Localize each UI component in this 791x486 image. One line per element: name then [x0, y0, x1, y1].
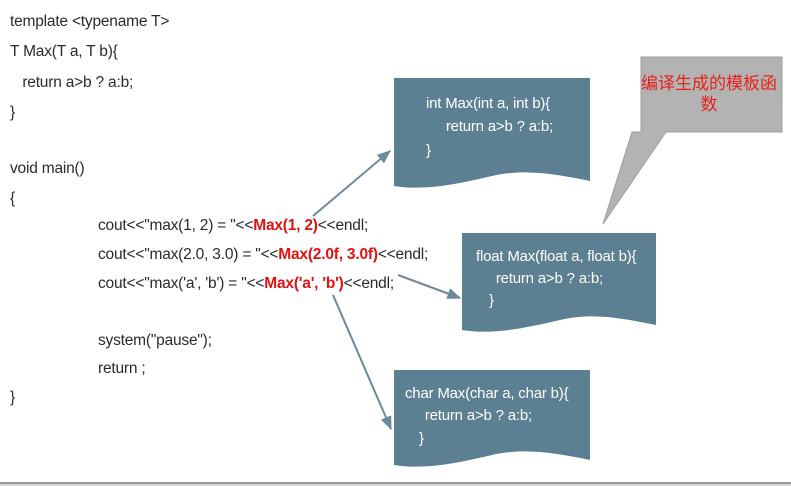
char-note-shape [394, 370, 590, 467]
main-close-brace: } [10, 389, 15, 406]
int-fn-line-2: return a>b ? a:b; [426, 118, 553, 135]
call-line-float: cout<<"max(2.0, 3.0) = "<<Max(2.0f, 3.0f… [98, 246, 428, 264]
template-line-4: } [10, 104, 15, 121]
system-pause-line: system("pause"); [98, 332, 212, 349]
float-fn-line-3: } [489, 292, 494, 309]
template-line-2: T Max(T a, T b){ [10, 43, 118, 60]
template-line-1: template <typename T> [10, 13, 170, 30]
call-int-suffix: <<endl; [317, 217, 369, 234]
call-char-prefix: cout<<"max('a', 'b') = "<< [98, 275, 265, 292]
call-line-char: cout<<"max('a', 'b') = "<<Max('a', 'b')<… [98, 275, 394, 293]
float-fn-line-2: return a>b ? a:b; [476, 270, 603, 287]
template-line-3: return a>b ? a:b; [10, 74, 134, 91]
callout-label: 编译生成的模板函数 [641, 74, 777, 115]
call-int-prefix: cout<<"max(1, 2) = "<< [98, 217, 254, 234]
arrow-to-float [397, 274, 462, 299]
call-int-highlight: Max(1, 2) [253, 217, 318, 234]
main-open-brace: { [10, 190, 15, 207]
call-line-int: cout<<"max(1, 2) = "<<Max(1, 2)<<endl; [98, 217, 368, 235]
arrow-to-int [312, 150, 392, 217]
bottom-divider [0, 482, 791, 484]
float-fn-line-1: float Max(float a, float b){ [476, 248, 637, 265]
call-char-suffix: <<endl; [343, 275, 395, 292]
float-note-shape [462, 233, 656, 332]
callout-shape [602, 56, 783, 225]
call-float-suffix: <<endl; [377, 246, 429, 263]
int-fn-line-3: } [426, 142, 431, 159]
int-note-shape [394, 78, 590, 188]
arrow-to-char [332, 294, 392, 431]
main-signature: void main() [10, 160, 85, 177]
return-line: return ; [98, 360, 146, 377]
char-fn-line-1: char Max(char a, char b){ [405, 385, 569, 402]
char-fn-line-2: return a>b ? a:b; [405, 407, 532, 424]
char-fn-line-3: } [419, 430, 424, 447]
call-char-highlight: Max('a', 'b') [264, 275, 344, 292]
int-fn-line-1: int Max(int a, int b){ [426, 95, 550, 112]
call-float-prefix: cout<<"max(2.0, 3.0) = "<< [98, 246, 279, 263]
call-float-highlight: Max(2.0f, 3.0f) [278, 246, 378, 263]
bottom-divider-shadow [0, 484, 791, 486]
